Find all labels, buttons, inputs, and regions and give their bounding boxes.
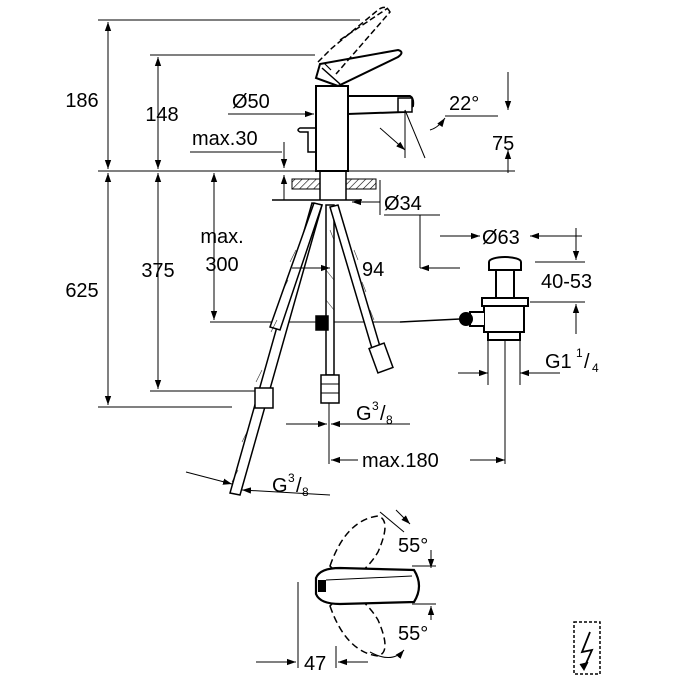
dim-g38-lower-slash: / <box>296 475 302 497</box>
popup-rod <box>399 318 461 323</box>
dim-g38-lower-den: 8 <box>302 485 309 499</box>
dimension-g1-14: G1 1 / 4 <box>458 340 599 385</box>
dim-diameter-34-label: Ø34 <box>384 193 422 215</box>
dim-max180-label: max.180 <box>362 450 439 472</box>
dim-g38-upper-slash: / <box>380 403 386 425</box>
dimension-g38-lower: G 3 / 8 <box>185 471 331 499</box>
dim-75-label: 75 <box>492 133 514 155</box>
dim-40-53-label: 40-53 <box>541 271 592 293</box>
dim-diameter-50-label: Ø50 <box>232 91 270 113</box>
dim-375-label: 375 <box>141 260 174 282</box>
spout-angle-lines <box>379 109 446 159</box>
dimension-148: 148 <box>145 57 179 169</box>
dim-47-label: 47 <box>304 653 326 675</box>
dimension-186: 186 <box>65 22 112 169</box>
dimension-diameter-63: Ø63 <box>440 227 582 249</box>
dimension-diameter-34: Ø34 <box>352 193 440 216</box>
dim-g1-den: 4 <box>592 361 599 375</box>
faucet-top-view <box>314 515 421 657</box>
dimension-375: 375 <box>141 173 175 389</box>
dim-g38-lower-main: G <box>272 475 288 497</box>
dimension-40-53: 40-53 <box>530 228 592 334</box>
dim-diameter-63-label: Ø63 <box>482 227 520 249</box>
lightning-bolt-icon <box>573 621 601 675</box>
dim-g38-upper-num: 3 <box>372 399 379 413</box>
dimension-55-bottom: 55° <box>369 603 436 659</box>
dim-55-bottom-label: 55° <box>398 623 428 645</box>
countertop-section <box>272 172 377 201</box>
dim-max30-label: max.30 <box>192 128 258 150</box>
dim-g38-lower-num: 3 <box>288 471 295 485</box>
dim-g1-main: G1 <box>545 351 572 373</box>
extension-lines <box>98 19 515 464</box>
dimension-max30: max.30 <box>190 128 288 200</box>
dimension-max300: max. 300 <box>200 173 244 320</box>
dim-g1-slash: / <box>584 351 590 373</box>
dim-22-label: 22° <box>449 93 479 115</box>
dim-300-label: 300 <box>205 254 238 276</box>
dimension-55-top: 55° <box>379 509 436 568</box>
dim-625-label: 625 <box>65 280 98 302</box>
dim-94-label: 94 <box>362 259 384 281</box>
hose-connectors <box>254 315 394 409</box>
faucet-side-view <box>297 6 415 172</box>
dim-55-top-label: 55° <box>398 535 428 557</box>
dimension-625: 625 <box>65 173 112 405</box>
dimension-max180: max.180 <box>331 446 505 472</box>
dimension-22-deg: 22° <box>445 93 498 117</box>
dim-g1-num: 1 <box>576 346 583 360</box>
hose-braid <box>231 229 375 483</box>
dim-148-label: 148 <box>145 104 178 126</box>
dimension-g38-upper: G 3 / 8 <box>286 399 410 428</box>
dimension-94: 94 <box>292 259 460 281</box>
popup-waste <box>459 256 529 341</box>
dim-g38-upper-main: G <box>356 403 372 425</box>
dim-max-label: max. <box>200 226 243 248</box>
dimension-75: 75 <box>492 72 514 173</box>
dim-g38-upper-den: 8 <box>386 413 393 427</box>
dim-186-label: 186 <box>65 90 98 112</box>
dimension-diameter-50: Ø50 <box>228 91 314 118</box>
dimension-47: 47 <box>256 582 368 675</box>
flex-hoses <box>229 202 385 496</box>
